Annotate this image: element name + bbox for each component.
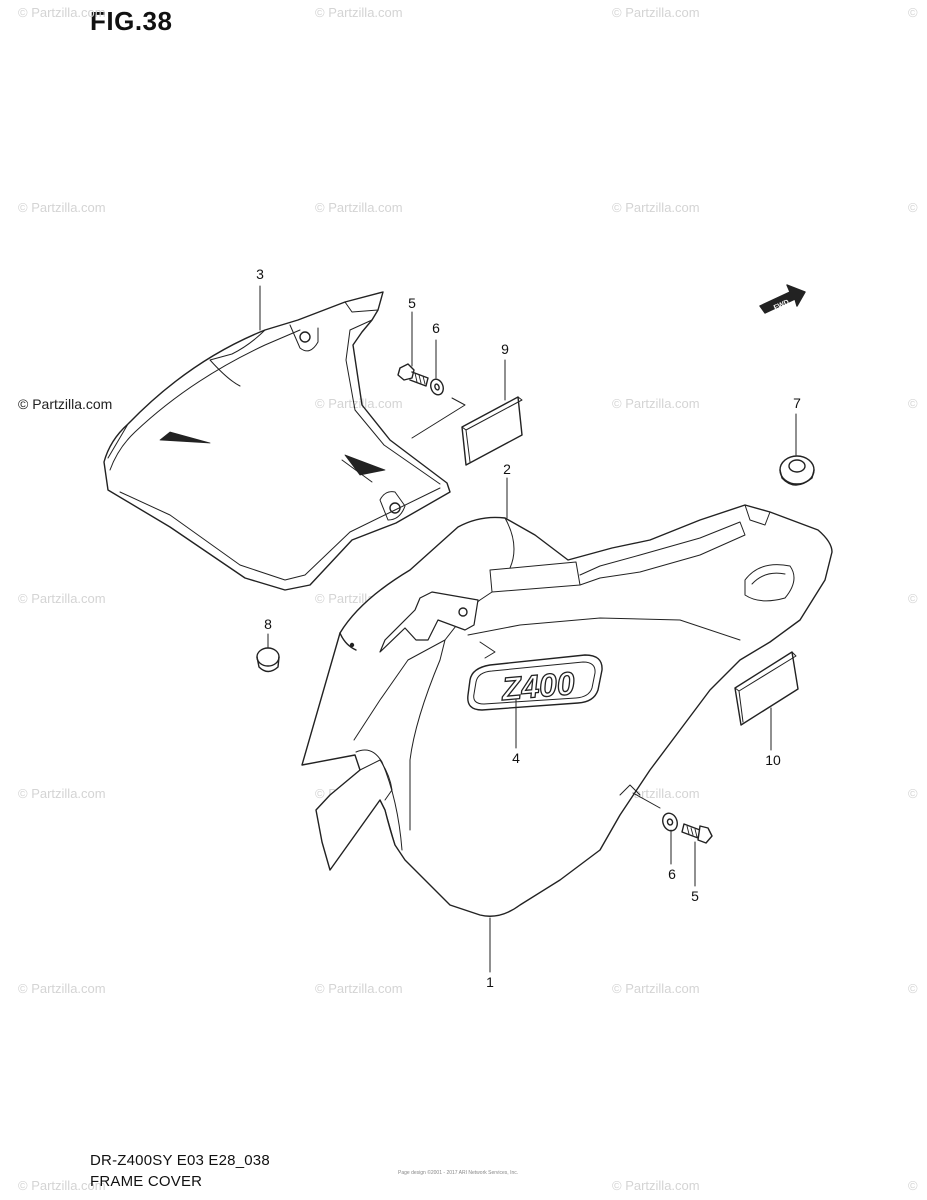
- callout-6: 6: [668, 866, 676, 882]
- bolt-5-upper: [397, 363, 429, 387]
- watermark: © Partzilla.com: [315, 981, 403, 996]
- watermark: © Partzilla.com: [612, 200, 700, 215]
- watermark-corner: ©: [908, 591, 918, 606]
- leader-lines: [259, 285, 797, 973]
- part-1-side-cover: [301, 504, 833, 917]
- watermark-corner: ©: [908, 786, 918, 801]
- model-code: DR-Z400SY E03 E28_038: [90, 1152, 270, 1169]
- watermark: © Partzilla.com: [315, 396, 403, 411]
- part-10-pad: [734, 651, 799, 726]
- bolt-pointer-line: [411, 397, 466, 439]
- callout-10: 10: [765, 752, 781, 768]
- watermark-corner: ©: [908, 5, 918, 20]
- watermark: © Partzilla.com: [315, 200, 403, 215]
- watermark: © Partzilla.com: [612, 1178, 700, 1193]
- callout-9: 9: [501, 341, 509, 357]
- section-name: FRAME COVER: [90, 1173, 203, 1190]
- figure-title: FIG.38: [90, 6, 173, 36]
- callout-2: 2: [503, 461, 511, 477]
- fwd-arrow-icon: [759, 284, 806, 314]
- callout-3: 3: [256, 266, 264, 282]
- watermark-corner: ©: [908, 200, 918, 215]
- callout-8: 8: [264, 616, 272, 632]
- emblem-text: Z400: [499, 665, 576, 707]
- watermark-corner: ©: [908, 981, 918, 996]
- callout-5: 5: [408, 295, 416, 311]
- watermark-corner: ©: [908, 396, 918, 411]
- part-8-grommet: [256, 647, 280, 673]
- watermark: © Partzilla.com: [18, 981, 106, 996]
- watermark: © Partzilla.com: [18, 396, 113, 412]
- watermark: © Partzilla.com: [315, 5, 403, 20]
- part-3-upper-frame-cover: [103, 291, 451, 591]
- watermark: © Partzilla.com: [18, 1178, 106, 1193]
- callout-5: 5: [691, 888, 699, 904]
- footer-fine-print: Page design ©2001 - 2017 ARI Network Ser…: [398, 1170, 519, 1176]
- watermark: © Partzilla.com: [18, 5, 106, 20]
- watermark-corner: ©: [908, 1178, 918, 1193]
- watermark: © Partzilla.com: [18, 786, 106, 801]
- washer-6-lower: [662, 812, 678, 832]
- watermark: © Partzilla.com: [612, 396, 700, 411]
- callout-7: 7: [793, 395, 801, 411]
- washer-6-upper: [430, 378, 444, 396]
- watermark: © Partzilla.com: [18, 591, 106, 606]
- watermark: © Partzilla.com: [18, 200, 106, 215]
- part-4-emblem: [467, 654, 603, 711]
- bolt-5-lower: [681, 823, 713, 844]
- callout-4: 4: [512, 750, 520, 766]
- watermark: © Partzilla.com: [612, 5, 700, 20]
- callout-6: 6: [432, 320, 440, 336]
- part-9-pad: [461, 396, 523, 466]
- part-7-grommet: [779, 455, 815, 486]
- watermark: © Partzilla.com: [612, 981, 700, 996]
- callout-1: 1: [486, 974, 494, 990]
